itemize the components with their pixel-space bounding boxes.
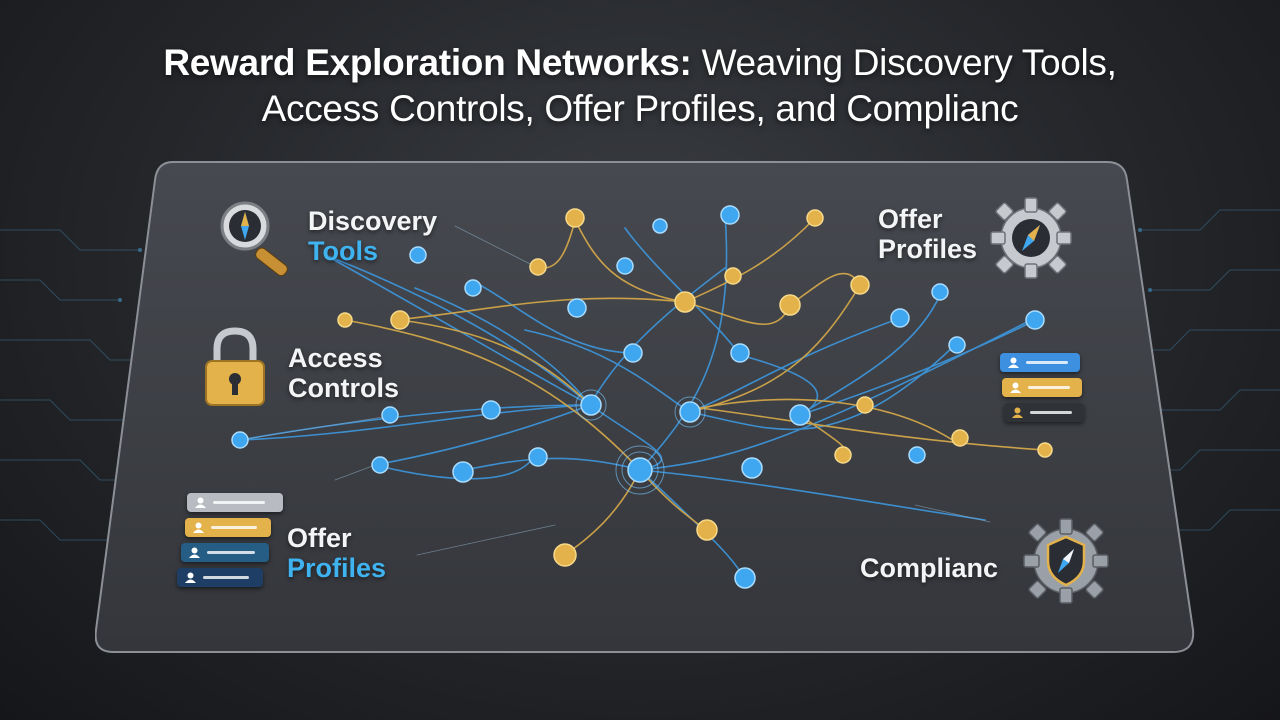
offer-bottom-line2: Profiles xyxy=(287,553,387,583)
page-title: Reward Exploration Networks: Weaving Dis… xyxy=(0,40,1280,132)
title-light: Weaving Discovery Tools, xyxy=(701,42,1117,83)
offer-bottom-line1: Offer xyxy=(287,523,352,553)
offer-profiles-top-label: Offer Profiles xyxy=(878,204,977,264)
title-line2: Access Controls, Offer Profiles, and Com… xyxy=(261,88,1019,129)
offer-top-line1: Offer xyxy=(878,204,943,234)
network-graph xyxy=(231,205,1053,589)
profile-cards-icon xyxy=(177,493,283,593)
title-strong: Reward Exploration Networks: xyxy=(163,42,692,83)
discovery-tools-label: Discovery Tools xyxy=(308,206,437,266)
offer-profiles-bottom-label: Offer Profiles xyxy=(287,523,386,583)
padlock-icon xyxy=(205,327,265,406)
access-controls-label: Access Controls xyxy=(288,343,399,403)
network-board: Discovery Tools Access Controls Offe xyxy=(95,160,1195,655)
discovery-line2: Tools xyxy=(308,236,378,266)
gold-nodes xyxy=(337,208,1053,567)
compliance-label: Complianc xyxy=(860,553,998,583)
access-line1: Access xyxy=(288,343,383,373)
gear-shield-icon xyxy=(1023,518,1109,604)
magnifier-compass-icon xyxy=(220,201,288,277)
blue-nodes xyxy=(231,205,1045,589)
compliance-line1: Complianc xyxy=(860,553,999,583)
board-plate xyxy=(95,161,1195,653)
access-line2: Controls xyxy=(288,373,399,403)
gear-compass-icon xyxy=(990,197,1072,279)
offer-top-line2: Profiles xyxy=(878,234,978,264)
profile-cards-right-icon xyxy=(1000,353,1084,428)
discovery-line1: Discovery xyxy=(308,206,438,236)
